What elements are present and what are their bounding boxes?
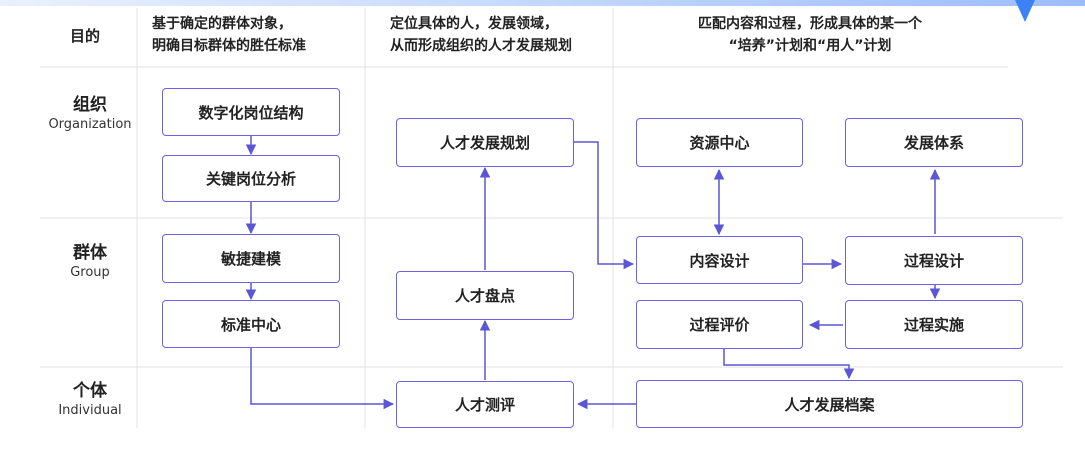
row-label-organization-en: Organization [48,117,132,132]
header-col1-line2: 明确目标群体的胜任标准 [152,38,306,54]
box-process-evaluation: 过程评价 [636,300,803,349]
corner-accent [1015,0,1035,22]
box-agile-modeling: 敏捷建模 [162,234,340,283]
arrow-evaluation-to-archive [723,349,855,380]
row-label-individual: 个体 Individual [35,380,145,420]
box-talent-assessment: 人才测评 [396,381,574,428]
header-col2-line2: 从而形成组织的人才发展规划 [390,38,572,54]
header-col3-line2: “培养”计划和“用人”计划 [728,38,892,54]
row-label-group: 群体 Group [35,242,145,282]
box-resource-center: 资源中心 [636,118,803,167]
row-label-organization-zh: 组织 [73,95,107,115]
row-label-individual-zh: 个体 [73,381,107,401]
box-digital-positions: 数字化岗位结构 [162,88,340,136]
header-purpose: 目的 [70,27,101,45]
arrow-standard-to-assessment [250,348,395,410]
top-gradient-bar [0,0,1085,6]
row-label-individual-en: Individual [58,403,122,418]
box-standard-center: 标准中心 [162,300,340,348]
box-development-system: 发展体系 [845,118,1023,167]
row-label-group-zh: 群体 [73,243,107,263]
row-label-group-en: Group [70,265,110,280]
header-col3-line1: 匹配内容和过程，形成具体的某一个 [698,16,922,32]
header-col1-line1: 基于确定的群体对象， [152,16,292,32]
box-talent-planning: 人才发展规划 [396,118,574,167]
arrow-planning-to-content [574,141,635,270]
box-talent-archive: 人才发展档案 [636,380,1023,428]
box-key-position-analysis: 关键岗位分析 [162,155,340,202]
box-talent-inventory: 人才盘点 [396,271,574,320]
box-process-design: 过程设计 [845,236,1023,285]
box-process-implementation: 过程实施 [845,300,1023,349]
box-content-design: 内容设计 [636,236,803,284]
row-label-organization: 组织 Organization [35,94,145,134]
header-col2-line1: 定位具体的人，发展领域， [390,16,558,32]
